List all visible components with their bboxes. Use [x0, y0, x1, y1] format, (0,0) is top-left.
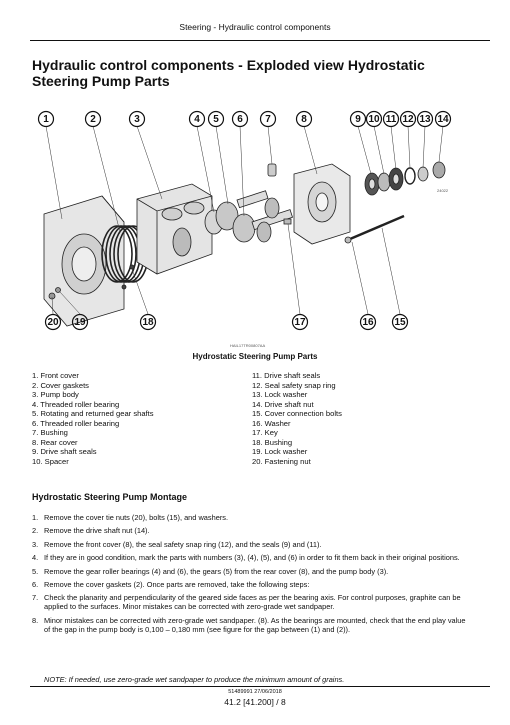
parts-list-left: 1. Front cover 2. Cover gaskets 3. Pump … — [32, 371, 154, 466]
seal-stack-drawing — [364, 161, 446, 196]
step-text: Remove the cover gaskets (2). Once parts… — [44, 579, 310, 589]
exploded-view-figure: 24022 1 2 3 4 5 6 — [37, 110, 452, 331]
list-item: 10. Spacer — [32, 456, 69, 466]
callout-8: 8 — [301, 114, 307, 125]
step-number: 1. — [32, 513, 39, 522]
step-item: 8. Minor mistakes can be corrected with z… — [32, 616, 472, 634]
step-item: 2. Remove the drive shaft nut (14). — [32, 526, 472, 535]
parts-list-right: 11. Drive shaft seals 12. Seal safety sn… — [252, 371, 342, 466]
step-text: Remove the drive shaft nut (14). — [44, 526, 150, 536]
step-text: If they are in good condition, mark the … — [44, 553, 460, 563]
step-item: 5. Remove the gear roller bearings (4) an… — [32, 567, 472, 576]
list-item: 11. Drive shaft seals — [252, 371, 321, 380]
page-number: 41.2 [41.200] / 8 — [224, 697, 286, 707]
callout-4: 4 — [194, 114, 200, 125]
callout-19: 19 — [74, 317, 86, 328]
step-item: 1. Remove the cover tie nuts (20), bolts … — [32, 513, 472, 522]
note-text: NOTE: If needed, use zero-grade wet sand… — [44, 675, 345, 684]
list-item: 6. Threaded roller bearing — [32, 418, 120, 428]
list-item: 8. Rear cover — [32, 437, 78, 447]
callout-3: 3 — [134, 114, 140, 125]
list-item: 17. Key — [252, 428, 278, 437]
list-item: 16. Washer — [252, 418, 291, 428]
callout-13: 13 — [419, 114, 431, 125]
callout-12: 12 — [402, 114, 414, 125]
step-text: Check the planarity and perpendicularity… — [44, 593, 461, 612]
step-number: 7. — [32, 593, 39, 603]
step-text: Remove the cover tie nuts (20), bolts (1… — [44, 513, 229, 522]
list-item: 3. Pump body — [32, 390, 79, 399]
callout-9: 9 — [355, 114, 361, 125]
callout-11: 11 — [386, 114, 397, 125]
figure-caption: Hydrostatic Steering Pump Parts — [192, 352, 318, 361]
callout-17: 17 — [294, 317, 306, 328]
page-title: Hydraulic control components - Exploded … — [32, 57, 425, 89]
figure-code: HAIL17TR00807AA — [230, 343, 266, 348]
procedure-steps: 1. Remove the cover tie nuts (20), bolts … — [32, 513, 472, 638]
header-rule — [30, 40, 490, 41]
list-item: 15. Cover connection bolts — [252, 409, 342, 418]
callout-14: 14 — [437, 114, 449, 125]
list-item: 2. Cover gaskets — [32, 380, 89, 390]
list-item: 12. Seal safety snap ring — [252, 380, 336, 390]
footer-rule — [30, 686, 490, 687]
callout-18: 18 — [142, 317, 154, 328]
step-item: 6. Remove the cover gaskets (2). Once par… — [32, 580, 472, 589]
step-number: 4. — [32, 553, 39, 563]
callout-5: 5 — [213, 114, 219, 125]
list-item: 1. Front cover — [32, 371, 79, 380]
list-item: 20. Fastening nut — [252, 456, 311, 466]
step-text: Remove the gear roller bearings (4) and … — [44, 566, 389, 576]
callout-1: 1 — [43, 114, 49, 125]
gear-shafts-drawing — [204, 190, 294, 243]
callout-2: 2 — [90, 114, 96, 125]
step-item: 3. Remove the front cover (8), the seal s… — [32, 540, 472, 549]
step-text: Minor mistakes can be corrected with zer… — [44, 615, 466, 634]
list-item: 19. Lock washer — [252, 447, 308, 456]
list-item: 13. Lock washer — [252, 390, 308, 399]
list-item: 5. Rotating and returned gear shafts — [32, 409, 154, 418]
list-item: 4. Threaded roller bearing — [32, 399, 120, 409]
callout-15: 15 — [394, 317, 406, 328]
step-number: 8. — [32, 615, 39, 625]
step-number: 5. — [32, 566, 39, 576]
callout-6: 6 — [237, 114, 243, 125]
step-text: Remove the front cover (8), the seal saf… — [44, 539, 322, 549]
figure-small-code: 24022 — [437, 188, 449, 193]
callout-20: 20 — [47, 317, 59, 328]
callout-16: 16 — [362, 317, 374, 328]
step-item: 4. If they are in good condition, mark th… — [32, 553, 472, 562]
section-heading: Hydrostatic Steering Pump Montage — [32, 492, 188, 502]
list-item: 7. Bushing — [32, 428, 68, 437]
callout-10: 10 — [368, 114, 380, 125]
step-number: 3. — [32, 539, 39, 549]
pump-body-drawing — [136, 183, 213, 275]
callout-7: 7 — [265, 114, 271, 125]
step-number: 6. — [32, 579, 39, 589]
list-item: 14. Drive shaft nut — [252, 399, 314, 409]
document-id: 51489991 27/06/2018 — [228, 689, 282, 695]
list-item: 9. Drive shaft seals — [32, 447, 97, 456]
list-item: 18. Bushing — [252, 437, 293, 447]
step-item: 7. Check the planarity and perpendiculari… — [32, 593, 472, 611]
step-number: 2. — [32, 526, 39, 536]
running-header: Steering - Hydraulic control components — [179, 22, 331, 32]
